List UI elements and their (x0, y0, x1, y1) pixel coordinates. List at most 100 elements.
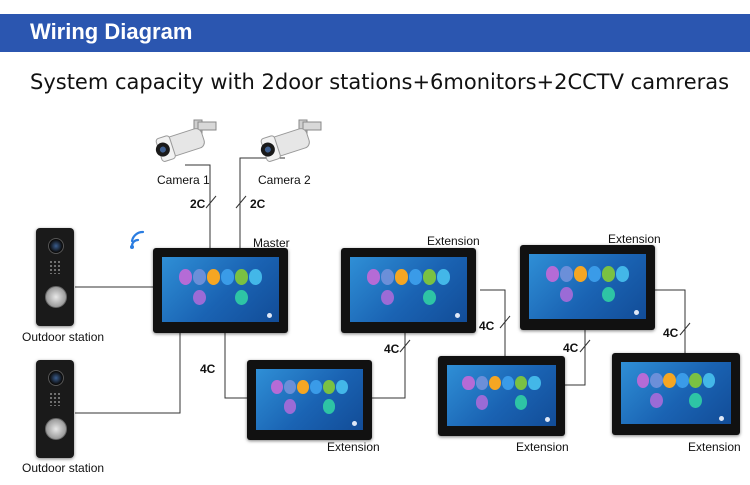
wifi-icon (130, 230, 145, 249)
extension-4-label: Extension (516, 440, 569, 454)
app-icon (615, 265, 630, 282)
app-icon (322, 399, 336, 414)
app-icon (559, 265, 574, 282)
app-icon (296, 379, 310, 395)
wire-slash-4c-4 (679, 322, 691, 336)
page-subtitle: System capacity with 2door stations+6mon… (30, 70, 730, 94)
app-icon (689, 393, 703, 409)
app-icon (422, 289, 437, 306)
page-title: Wiring Diagram (30, 19, 193, 44)
app-icon (601, 265, 616, 282)
master-label: Master (253, 236, 290, 250)
wire-label-2c-1: 2C (190, 197, 206, 211)
outdoor-station-2 (36, 360, 74, 458)
monitor-extension-2 (520, 245, 655, 330)
app-icon (234, 289, 249, 306)
monitor-screen (162, 257, 279, 322)
app-icon (514, 375, 528, 391)
wire-ext-t1-ext-b2 (480, 289, 506, 358)
monitor-extension-4 (438, 356, 565, 436)
monitor-extension-1 (341, 248, 476, 333)
app-icon (335, 379, 348, 395)
app-icon (436, 268, 451, 285)
camera-lens-icon (48, 370, 64, 386)
app-icon (366, 268, 381, 285)
app-icon (220, 268, 235, 285)
app-icon (501, 375, 515, 391)
wire-master-ext-b1 (224, 330, 248, 399)
wire-label-4c-2: 4C (384, 342, 400, 356)
monitor-screen (350, 257, 467, 322)
wire-camera-1 (185, 164, 211, 250)
app-icon (322, 379, 335, 395)
app-icon (283, 399, 297, 414)
app-icon (689, 373, 703, 389)
monitor-extension-3 (247, 360, 372, 440)
monitor-master (153, 248, 288, 333)
app-icon (408, 268, 423, 285)
app-icon (663, 373, 676, 389)
app-icon (192, 268, 207, 285)
app-icon (462, 375, 475, 391)
app-icon (636, 373, 650, 389)
call-button-icon (45, 286, 67, 308)
extension-1-label: Extension (427, 234, 480, 248)
wire-ext-b2-ext-t2 (560, 325, 586, 386)
app-icon (702, 373, 716, 389)
call-button-icon (45, 418, 67, 440)
cctv-camera-2-icon (255, 118, 325, 173)
wire-outdoor-2 (75, 330, 181, 414)
outdoor-station-1-label: Outdoor station (22, 330, 105, 344)
app-icon (475, 375, 489, 391)
wire-slash-4c-3 (579, 339, 591, 353)
wire-slash-4c-2 (499, 315, 511, 329)
wire-label-4c-3: 4C (479, 319, 495, 333)
monitor-screen (529, 254, 646, 319)
speaker-grill-icon (49, 260, 61, 274)
app-icon (206, 268, 221, 285)
outdoor-station-2-label: Outdoor station (22, 461, 105, 475)
app-icon (271, 379, 284, 395)
app-icon (192, 289, 207, 306)
app-icon (649, 393, 663, 409)
app-icon (475, 395, 489, 410)
extension-2-label: Extension (608, 232, 661, 246)
wire-label-4c-4: 4C (563, 341, 579, 355)
cctv-camera-1-icon (150, 118, 220, 173)
app-icon (514, 395, 528, 410)
app-icon (234, 268, 249, 285)
extension-3-label: Extension (327, 440, 380, 454)
monitor-extension-5 (612, 353, 740, 435)
wire-ext-b1-ext-t1 (370, 330, 406, 399)
app-icon (545, 265, 560, 282)
camera-1-label: Camera 1 (157, 173, 210, 187)
app-icon (587, 265, 602, 282)
wire-label-4c-1: 4C (200, 362, 216, 376)
outdoor-station-1 (36, 228, 74, 326)
app-icon (178, 268, 193, 285)
app-icon (649, 373, 663, 389)
wire-slash-4c-1 (399, 339, 411, 353)
wire-slash-2c-2 (235, 195, 247, 209)
speaker-grill-icon (49, 392, 61, 406)
monitor-screen (446, 364, 557, 426)
app-icon (380, 289, 395, 306)
app-icon (422, 268, 437, 285)
app-icon (676, 373, 689, 389)
wire-label-2c-2: 2C (250, 197, 266, 211)
camera-lens-icon (48, 238, 64, 254)
monitor-screen (620, 362, 732, 425)
wire-ext-t2-ext-b3 (650, 289, 686, 355)
app-icon (283, 379, 297, 395)
app-icon (248, 268, 263, 285)
monitor-screen (255, 368, 364, 430)
app-icon (309, 379, 323, 395)
header-banner (0, 14, 750, 52)
app-icon (573, 265, 588, 282)
camera-2-label: Camera 2 (258, 173, 311, 187)
wire-slash-2c-1 (205, 195, 217, 209)
app-icon (380, 268, 395, 285)
app-icon (527, 375, 541, 391)
extension-5-label: Extension (688, 440, 741, 454)
wire-label-4c-5: 4C (663, 326, 679, 340)
